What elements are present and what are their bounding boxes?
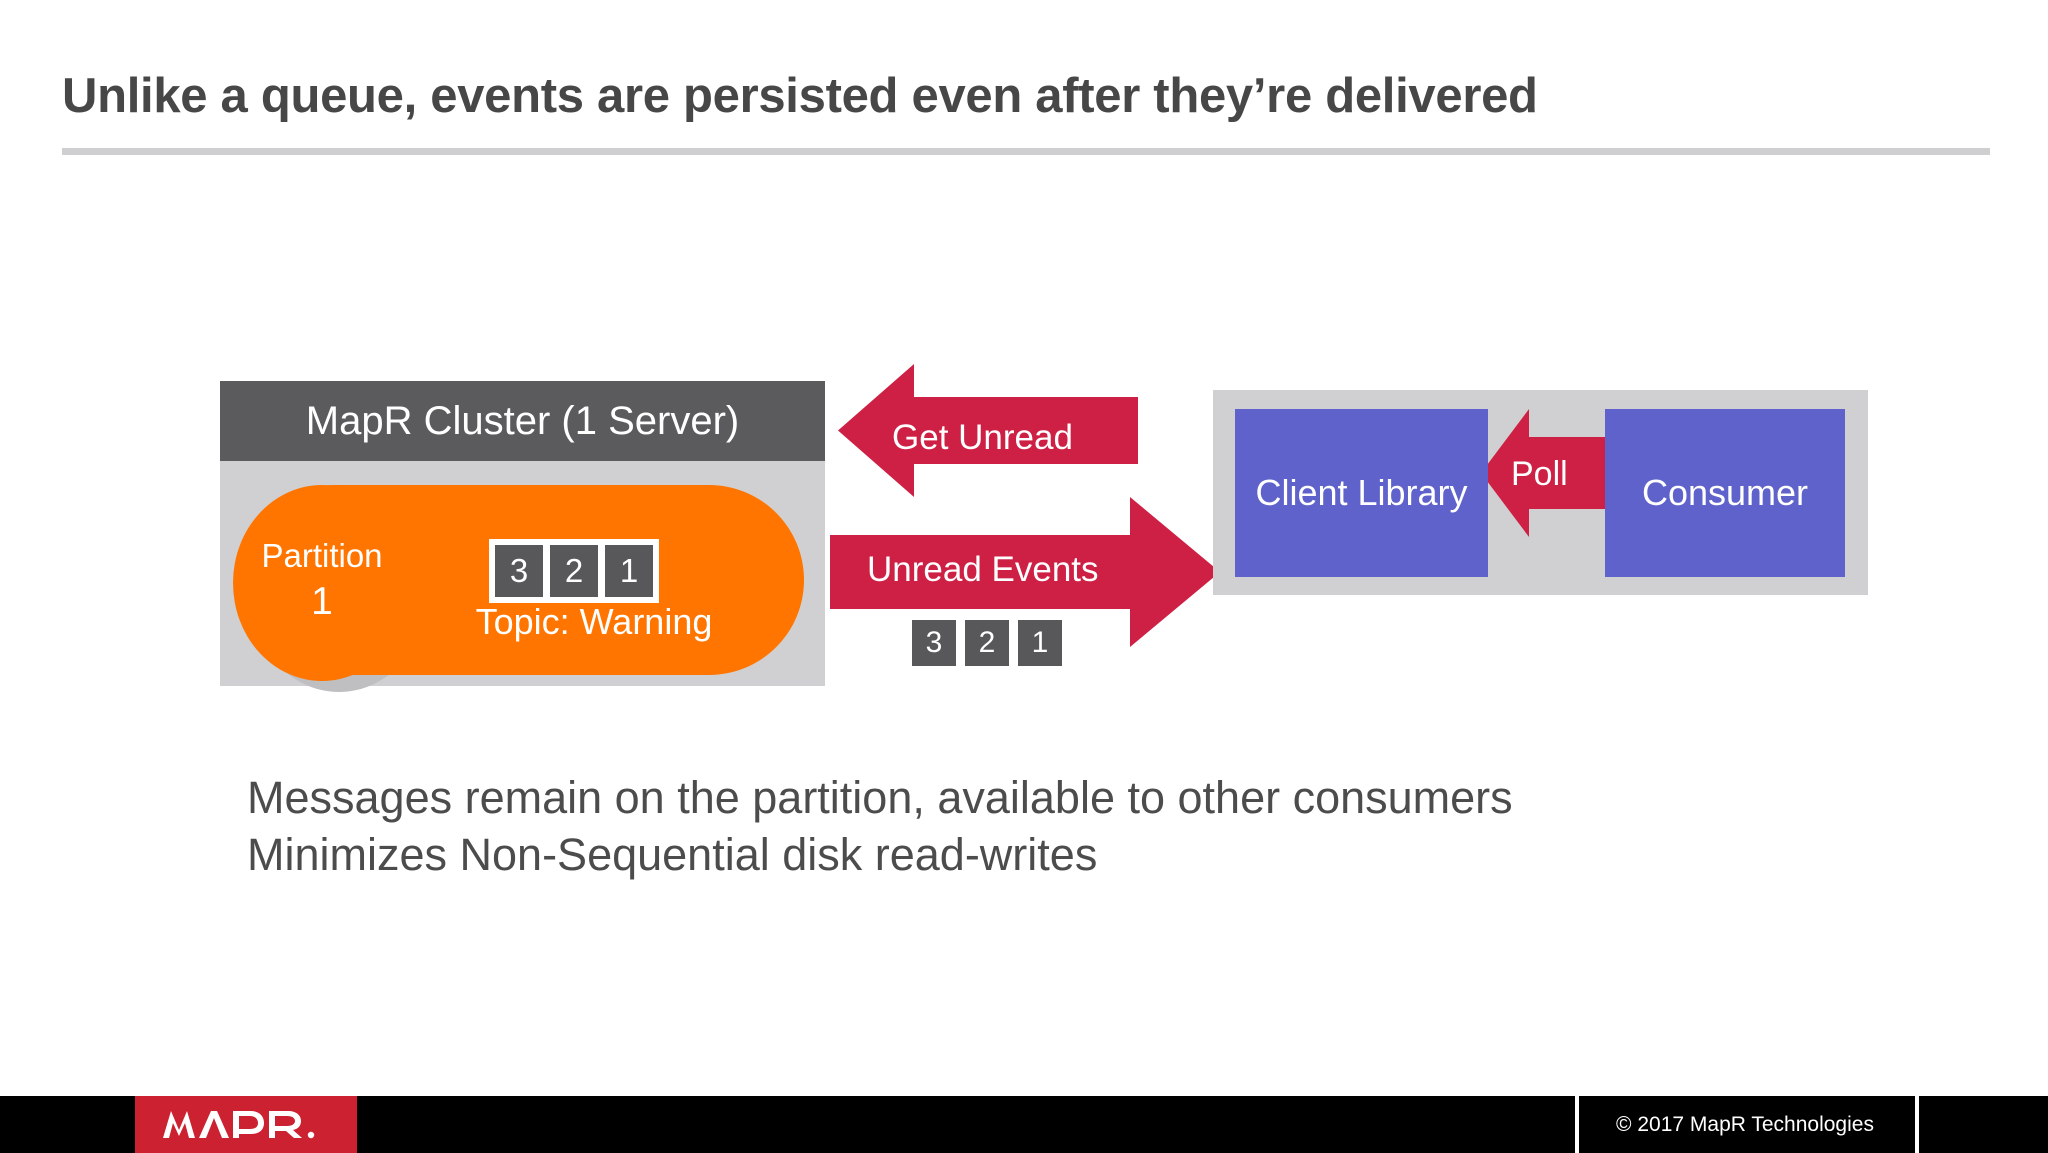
partition-label: Partition [261, 537, 383, 574]
mapr-logo-icon [163, 1110, 315, 1138]
poll-label: Poll [1511, 455, 1568, 493]
footer-divider-left [1575, 1096, 1579, 1153]
bullet-item: Messages remain on the partition, availa… [247, 772, 1513, 823]
partition-number: 1 [311, 580, 333, 624]
partition-circle [233, 485, 411, 681]
event-box: 3 [495, 545, 543, 597]
event-box: 1 [605, 545, 653, 597]
bullet-list: Messages remain on the partition, availa… [247, 770, 1513, 883]
event-box: 3 [912, 620, 956, 666]
get-unread-label: Get Unread [892, 418, 1073, 457]
poll-arrow-icon [1481, 409, 1606, 537]
footer-divider-right [1915, 1096, 1919, 1153]
stored-events-row: 3 2 1 [489, 539, 659, 603]
client-library-box: Client Library [1235, 409, 1488, 577]
event-box: 1 [1018, 620, 1062, 666]
footer-copyright: © 2017 MapR Technologies [1616, 1112, 1874, 1136]
bullet-item: Minimizes Non-Sequential disk read-write… [247, 828, 1098, 880]
title-divider [62, 148, 1990, 155]
page-title: Unlike a queue, events are persisted eve… [62, 69, 1538, 123]
topic-label: Topic: Warning [475, 601, 713, 642]
unread-events-arrow-icon [830, 497, 1220, 647]
partition-label-group: Partition 1 [233, 535, 411, 627]
event-box: 2 [965, 620, 1009, 666]
consumer-box: Consumer [1605, 409, 1845, 577]
in-flight-events-row: 3 2 1 [912, 620, 1062, 666]
cluster-header-label: MapR Cluster (1 Server) [220, 381, 825, 461]
event-box: 2 [550, 545, 598, 597]
mapr-logo [135, 1096, 357, 1153]
unread-events-label: Unread Events [867, 550, 1099, 589]
get-unread-arrow-icon [838, 364, 1138, 497]
